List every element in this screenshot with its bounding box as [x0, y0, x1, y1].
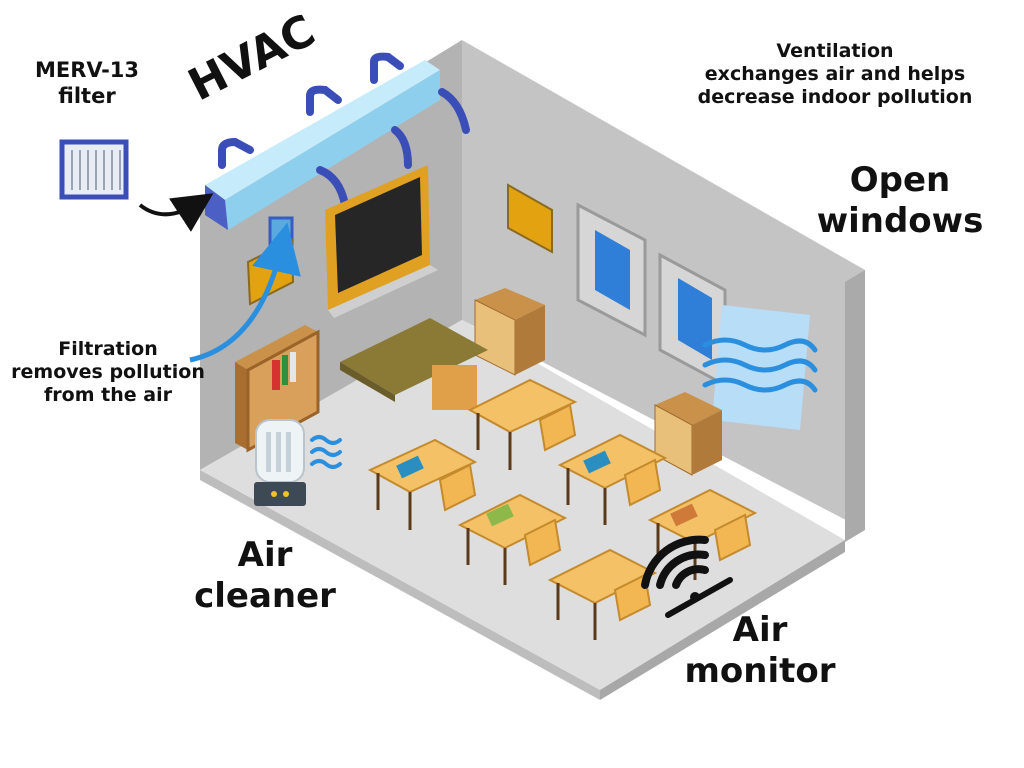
open-windows-line-2: windows: [816, 201, 984, 242]
air-monitor-line-2: monitor: [684, 651, 836, 692]
open-windows-label: Open windows: [815, 160, 985, 243]
ventilation-line-1: Ventilation: [776, 40, 894, 62]
merv-filter-label: MERV-13 filter: [22, 58, 152, 109]
floor-edge: [200, 470, 600, 700]
merv-filter-icon: [59, 139, 129, 200]
desk-legs: [376, 413, 697, 640]
merv-line-2: filter: [58, 83, 116, 108]
duct-pipes: [218, 52, 470, 209]
air-monitor-icon: [641, 535, 733, 618]
duct-outlet: [268, 216, 294, 246]
right-wall-edge: [845, 270, 865, 542]
floor-edge-right: [600, 540, 845, 700]
air-cleaner-waves: [310, 435, 342, 469]
dresser-back: [474, 288, 545, 376]
filtration-label: Filtration removes pollution from the ai…: [8, 338, 208, 408]
student-desks: [367, 378, 758, 605]
air-monitor-line-1: Air: [732, 610, 788, 650]
back-poster: [507, 183, 553, 254]
bookshelf: [235, 325, 320, 453]
air-cleaner-line-1: Air: [237, 535, 293, 575]
filtration-arrow-icon: [189, 222, 301, 363]
air-monitor-label: Air monitor: [670, 610, 850, 693]
ventilation-label: Ventilation exchanges air and helps decr…: [690, 40, 980, 110]
merv-arrow-icon: [138, 193, 214, 232]
air-cleaner-label: Air cleaner: [185, 535, 345, 618]
filtration-line-3: from the air: [44, 384, 172, 407]
teacher-desk: [340, 318, 488, 410]
windows: [576, 202, 810, 430]
filtration-line-2: removes pollution: [11, 361, 205, 384]
ventilation-line-3: decrease indoor pollution: [697, 86, 973, 109]
air-cleaner-device: [254, 419, 306, 506]
merv-line-1: MERV-13: [34, 58, 140, 82]
open-windows-line-1: Open: [849, 160, 951, 200]
blackboard: [325, 165, 438, 318]
ventilation-line-2: exchanges air and helps: [704, 63, 966, 86]
airflow-waves: [702, 337, 818, 393]
filtration-line-1: Filtration: [58, 338, 158, 360]
books-on-desks: [396, 450, 698, 527]
air-cleaner-line-2: cleaner: [194, 576, 336, 617]
